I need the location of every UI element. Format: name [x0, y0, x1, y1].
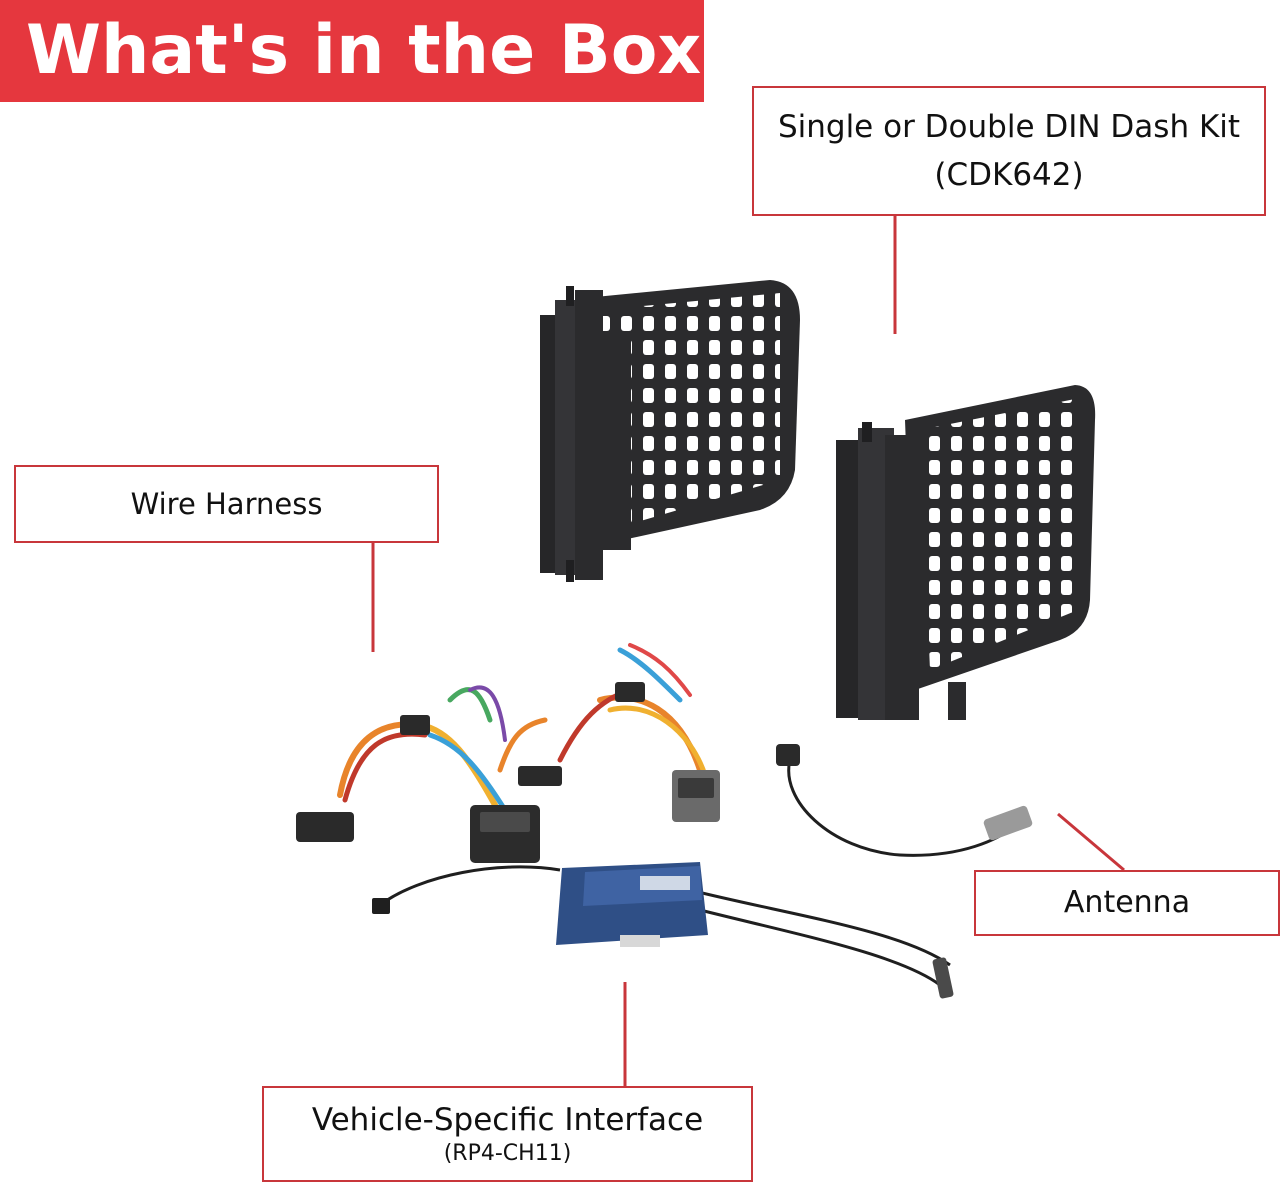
antenna-label-text: Antenna [1063, 884, 1191, 920]
wire-harness-label: Wire Harness [14, 465, 439, 543]
dash-kit-bracket-right-icon [836, 385, 1096, 720]
dash-kit-label: Single or Double DIN Dash Kit (CDK642) [752, 86, 1266, 216]
leader-lines [371, 216, 1125, 1086]
title-banner: What's in the Box [0, 0, 704, 102]
interface-module-icon [372, 862, 954, 999]
antenna-label: Antenna [974, 870, 1280, 936]
dash-kit-label-line1: Single or Double DIN Dash Kit [777, 108, 1241, 145]
leader-antenna [1057, 812, 1125, 872]
page-title: What's in the Box [26, 11, 702, 90]
dash-kit-label-line2: (CDK642) [934, 157, 1084, 193]
wire-harness-label-text: Wire Harness [130, 486, 323, 521]
interface-label-line2: (RP4-CH11) [443, 1140, 572, 1166]
interface-label: Vehicle-Specific Interface (RP4-CH11) [262, 1086, 753, 1182]
wire-harness-icon [296, 643, 720, 863]
antenna-adapter-icon [776, 744, 1033, 857]
dash-kit-bracket-left-icon [540, 280, 800, 582]
interface-label-line1: Vehicle-Specific Interface [311, 1101, 704, 1138]
